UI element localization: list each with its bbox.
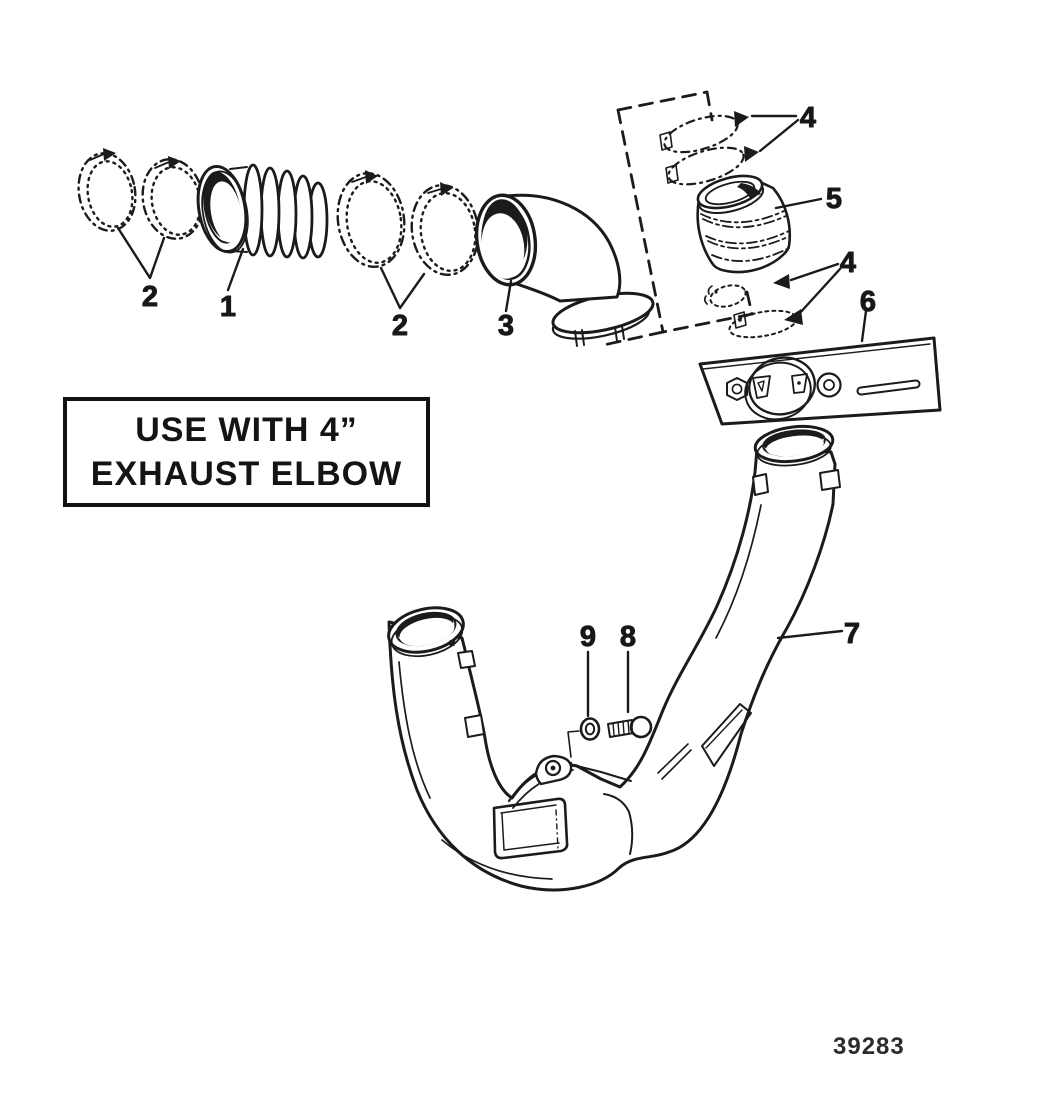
exhaust-elbow-pipe [474, 193, 655, 347]
hose-clamp [410, 182, 480, 276]
washer-ring [816, 372, 842, 398]
note-box: USE WITH 4” EXHAUST ELBOW [63, 397, 430, 507]
note-line-1: USE WITH 4” [135, 411, 358, 449]
callout-6-mounting-plate: 6 [860, 286, 876, 318]
pipe-lug [752, 473, 769, 496]
callout-8-bolt: 8 [620, 621, 636, 653]
outlet-opening [492, 797, 569, 860]
retainer-clip [791, 373, 808, 394]
callout-1-bellows-hose: 1 [220, 291, 236, 323]
callout-3-exhaust-elbow: 3 [498, 310, 514, 342]
callout-5-connector-hose: 5 [826, 183, 842, 215]
callout-9-washer: 9 [580, 621, 596, 653]
dashed-alignment-box [597, 90, 754, 348]
hose-clamp [665, 146, 759, 186]
hose-clamp [728, 309, 798, 339]
pipe-lug [464, 714, 485, 738]
retainer-clip [752, 375, 771, 399]
drawing-number: 39283 [833, 1033, 905, 1060]
callout-2-rear-clamps: 2 [392, 310, 408, 342]
connector-hose [696, 174, 792, 274]
callout-4-upper-clamps: 4 [800, 102, 816, 134]
hose-clamp [703, 284, 747, 308]
bolt [607, 715, 653, 739]
callout-7-exhaust-pipe: 7 [844, 618, 860, 650]
hose-clamp [336, 170, 406, 268]
hose-clamp [77, 148, 137, 232]
gasket-ring [748, 356, 816, 416]
washer [579, 717, 601, 741]
callout-2-front-clamps: 2 [142, 281, 158, 313]
callout-4-lower-clamps: 4 [840, 247, 856, 279]
hose-clamp [659, 111, 749, 154]
pipe-lug [457, 650, 476, 669]
exhaust-bellows-hose [196, 163, 329, 260]
pipe-lug [819, 469, 841, 491]
callout-labels: 2 1 2 3 4 5 4 6 7 8 9 [141, 102, 876, 654]
mounting-plate [698, 336, 942, 426]
exhaust-pipe-assembly [387, 424, 841, 892]
leader-lines [116, 114, 868, 718]
note-line-2: EXHAUST ELBOW [90, 455, 403, 493]
